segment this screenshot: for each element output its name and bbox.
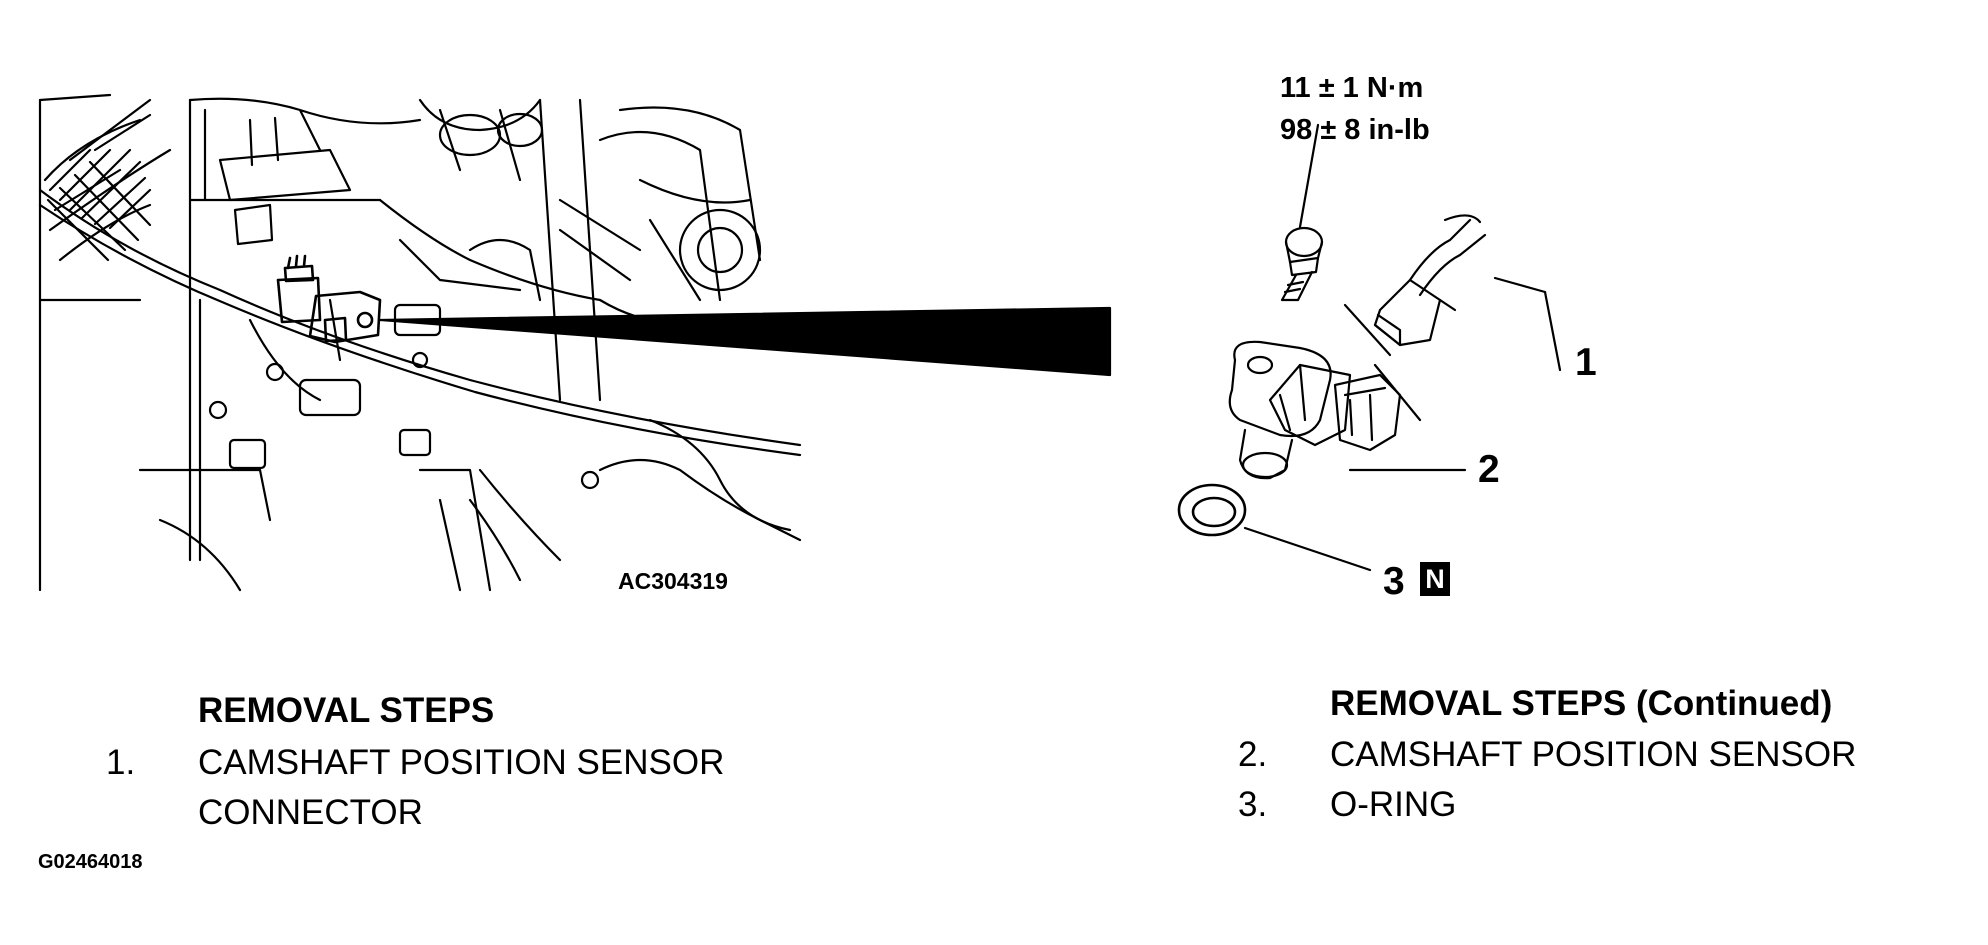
- new-part-badge-bg: [1420, 562, 1450, 596]
- highlighted-connector: [276, 254, 382, 344]
- step-3-number: 3.: [1238, 785, 1268, 824]
- zoom-pointer: [378, 306, 1112, 377]
- bolt-illustration: [1280, 226, 1324, 302]
- sensor-illustration: [1228, 340, 1402, 480]
- callout-3: 3: [1383, 560, 1405, 603]
- new-part-badge: N: [1425, 564, 1445, 594]
- step-1-line2: CONNECTOR: [198, 793, 423, 832]
- step-2-number: 2.: [1238, 735, 1268, 774]
- exploded-view: [1177, 123, 1562, 572]
- torque-metric: 11 ± 1 N·m: [1280, 72, 1424, 104]
- step-3-label: O-RING: [1330, 785, 1457, 824]
- engine-bay-illustration: [38, 93, 802, 592]
- o-ring-illustration: [1177, 483, 1247, 537]
- steps-right-heading: REMOVAL STEPS (Continued): [1330, 684, 1833, 723]
- torque-imperial: 98 ± 8 in-lb: [1280, 114, 1430, 146]
- connector-illustration: [1373, 214, 1487, 347]
- callout-1: 1: [1575, 341, 1597, 384]
- figure-code: AC304319: [618, 568, 728, 594]
- figure-id: G02464018: [38, 851, 143, 873]
- step-2-label: CAMSHAFT POSITION SENSOR: [1330, 735, 1857, 774]
- step-1-number: 1.: [106, 743, 136, 782]
- steps-left-heading: REMOVAL STEPS: [198, 691, 495, 730]
- callout-2: 2: [1478, 448, 1500, 491]
- step-1-line1: CAMSHAFT POSITION SENSOR: [198, 743, 725, 782]
